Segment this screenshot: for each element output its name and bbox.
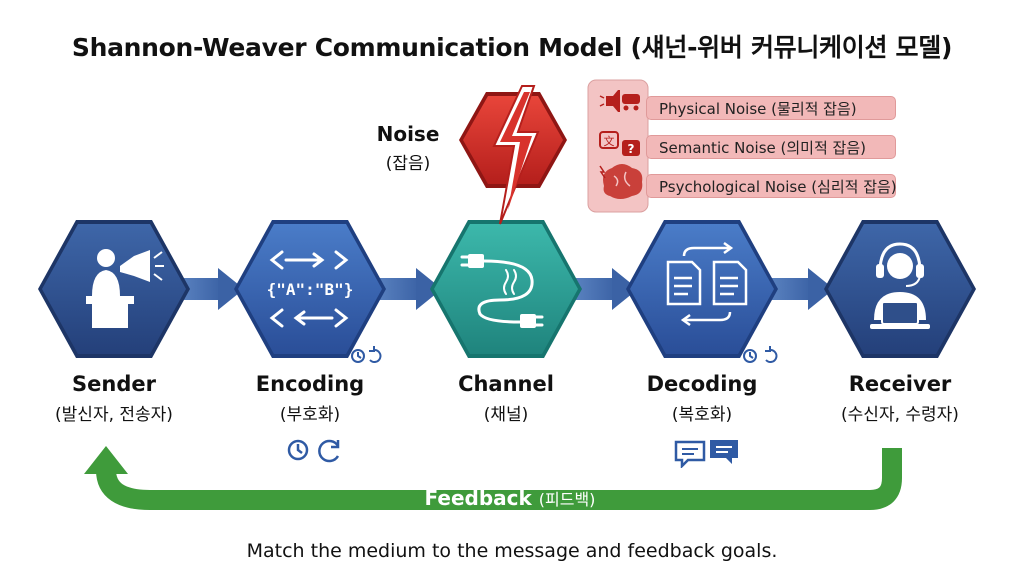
noise-label: Noise (잡음) bbox=[360, 122, 456, 174]
encoding-code-text: {"A":"B"} bbox=[267, 280, 354, 299]
psychological-noise-label: Psychological Noise (심리적 잡음) bbox=[646, 174, 897, 198]
caption: Match the medium to the message and feed… bbox=[246, 540, 778, 562]
arrow-channel-decoding bbox=[574, 268, 638, 310]
decoding-chat-bubbles-icon bbox=[674, 440, 738, 468]
decoding-label: Decoding (복호화) bbox=[612, 372, 792, 425]
flow-arrows bbox=[180, 268, 834, 310]
sender-node bbox=[38, 220, 190, 358]
noise-label-ko: (잡음) bbox=[385, 154, 431, 174]
decoding-node bbox=[626, 220, 778, 363]
cable-plug-icon bbox=[460, 254, 544, 328]
feedback-label-ko: (피드백) bbox=[538, 490, 596, 509]
noise-node bbox=[459, 85, 567, 225]
feedback-loop-arrow bbox=[84, 446, 902, 510]
channel-label: Channel (채널) bbox=[416, 372, 596, 425]
sender-label-en: Sender bbox=[72, 372, 156, 396]
document-exchange-icon bbox=[666, 241, 748, 327]
sender-label-ko: (발신자, 전송자) bbox=[55, 405, 173, 425]
svg-text:?: ? bbox=[628, 142, 635, 156]
channel-label-en: Channel bbox=[458, 372, 554, 396]
sender-label: Sender (발신자, 전송자) bbox=[24, 372, 204, 425]
feedback-label: Feedback (피드백) bbox=[390, 486, 630, 510]
encoding-node: {"A":"B"} bbox=[234, 220, 386, 363]
decoding-clock-refresh-small-icon bbox=[743, 346, 778, 363]
physical-noise-label: Physical Noise (물리적 잡음) bbox=[646, 96, 896, 120]
semantic-noise-label: Semantic Noise (의미적 잡음) bbox=[646, 135, 896, 159]
receiver-label: Receiver (수신자, 수령자) bbox=[810, 372, 990, 425]
svg-text:文: 文 bbox=[604, 134, 615, 148]
arrow-encoding-channel bbox=[376, 268, 442, 310]
encoding-clock-refresh-small-icon bbox=[351, 346, 382, 363]
lightning-bolt-icon bbox=[492, 85, 540, 225]
translation-question-icon: 文 ? bbox=[599, 131, 640, 156]
noise-types-panel: 文 ? bbox=[587, 79, 649, 213]
receiver-label-ko: (수신자, 수령자) bbox=[841, 405, 959, 425]
brain-stress-icon bbox=[599, 164, 643, 199]
decoding-label-ko: (복호화) bbox=[671, 405, 733, 425]
noise-label-en: Noise bbox=[376, 122, 440, 146]
decoding-label-en: Decoding bbox=[646, 372, 758, 396]
headset-laptop-icon bbox=[870, 242, 930, 329]
feedback-label-en: Feedback bbox=[424, 486, 539, 510]
channel-node bbox=[430, 220, 582, 358]
code-arrows-icon bbox=[269, 250, 349, 328]
encoding-label-en: Encoding bbox=[255, 372, 365, 396]
channel-label-ko: (채널) bbox=[483, 405, 529, 425]
arrow-sender-encoding bbox=[180, 268, 244, 310]
encoding-label: Encoding (부호화) bbox=[220, 372, 400, 425]
page-title: Shannon-Weaver Communication Model (섀넌-위… bbox=[71, 33, 953, 62]
receiver-node bbox=[824, 220, 976, 358]
arrow-decoding-receiver bbox=[770, 268, 834, 310]
receiver-label-en: Receiver bbox=[848, 372, 952, 396]
encoding-clock-refresh-icon bbox=[287, 439, 340, 463]
speaker-podium-megaphone-icon bbox=[86, 249, 164, 328]
traffic-megaphone-icon bbox=[599, 90, 640, 112]
encoding-label-ko: (부호화) bbox=[279, 405, 341, 425]
